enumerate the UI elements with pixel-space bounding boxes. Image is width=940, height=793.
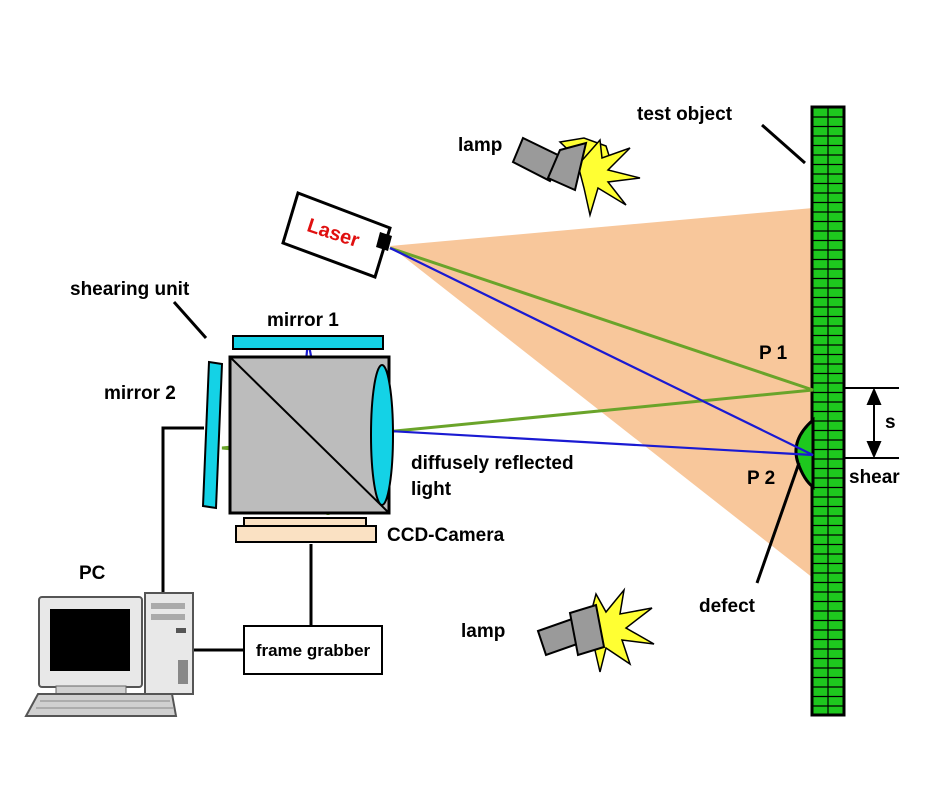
shear-distance-marker [845, 387, 899, 459]
test-object-pointer [761, 123, 806, 165]
mirror-1 [232, 335, 384, 350]
s-label: s [885, 412, 896, 433]
mirror-2 [201, 360, 224, 510]
lamp-bottom [536, 587, 655, 673]
pc-label: PC [79, 563, 106, 584]
p1-label: P 1 [759, 343, 788, 364]
ccd-camera [235, 525, 377, 543]
pc-keyboard [24, 693, 178, 717]
lens [370, 364, 394, 506]
laser-device: Laser [281, 191, 392, 279]
shear-label: shear [849, 467, 900, 488]
illumination-cone [390, 208, 813, 578]
defect-label: defect [699, 596, 756, 617]
diffuse-light-label-2: light [411, 479, 452, 500]
test-object [810, 105, 846, 717]
lamp-bottom-label: lamp [461, 621, 505, 642]
frame-grabber: frame grabber [243, 625, 383, 675]
lamp-top [511, 136, 641, 218]
defect-pointer [755, 462, 801, 584]
pc-computer [24, 592, 194, 717]
test-object-label: test object [637, 104, 733, 125]
diffuse-light-label-1: diffusely reflected [411, 453, 574, 474]
shearing-unit-label: shearing unit [70, 279, 190, 300]
lamp-top-label: lamp [458, 135, 502, 156]
pc-screen [50, 609, 130, 671]
cables [161, 426, 313, 652]
frame-grabber-label: frame grabber [256, 641, 371, 660]
mirror-2-label: mirror 2 [104, 383, 176, 404]
ccd-camera-label: CCD-Camera [387, 525, 505, 546]
p2-label: P 2 [747, 468, 775, 489]
mirror-1-label: mirror 1 [267, 310, 339, 331]
shearing-unit [172, 301, 394, 543]
